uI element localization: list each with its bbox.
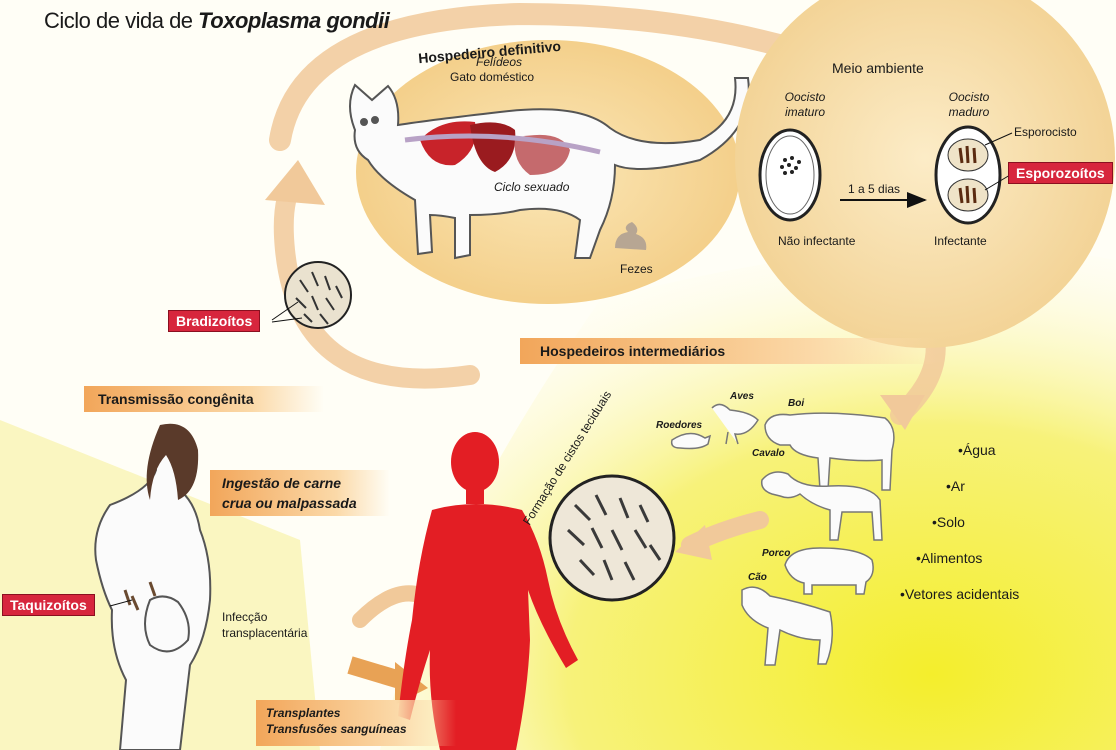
bradyzoite-pointer-1 <box>271 301 299 321</box>
sporozoite-pointer <box>984 174 1011 191</box>
animal-cattle-label: Boi <box>788 398 805 409</box>
bradyzoites-label: Bradizoítos <box>168 310 261 332</box>
tachyzoite-marks <box>123 581 157 611</box>
intermediate-hosts-heading: Hospedeiros intermediários <box>540 343 726 359</box>
bradyzoite-cyst <box>284 261 352 329</box>
immature-oocyst-label: Oocisto imaturo <box>784 90 826 119</box>
ingestion-line2: crua ou malpassada <box>222 495 357 511</box>
cycle-arrow-left-head <box>265 160 325 205</box>
transplacental-line1: Infecção <box>222 610 268 624</box>
arrow-to-human <box>347 656 403 689</box>
diagram-title: Ciclo de vida de Toxoplasma gondii <box>44 8 390 34</box>
environment-heading: Meio ambiente <box>832 60 924 76</box>
dog-shape <box>741 586 833 666</box>
title-prefix: Ciclo de vida de <box>44 8 199 33</box>
source-food: •Alimentos <box>916 550 983 566</box>
cat-lungs <box>420 121 476 166</box>
environment-circle <box>735 0 1115 348</box>
tissue-cyst <box>548 474 676 602</box>
transplant-line1: Transplantes <box>266 706 341 720</box>
sporozoite-marks <box>958 145 977 204</box>
animal-birds-label: Aves <box>730 391 754 402</box>
cat-gut-line <box>404 133 601 155</box>
definitive-host-line1: Felídeos <box>476 55 523 69</box>
definitive-host-line2: Gato doméstico <box>450 70 535 84</box>
ingestion-band <box>210 470 390 516</box>
ingestion-line1: Ingestão de carne <box>222 475 342 491</box>
cow-shape <box>764 412 895 491</box>
tissue-cyst-marks <box>566 494 662 581</box>
congenital-band <box>84 386 324 412</box>
infective-label: Infectante <box>934 234 987 248</box>
sporocyst-label: Esporocisto <box>1014 125 1077 139</box>
transplacental-line2: transplacentária <box>222 626 308 640</box>
sexual-cycle-label: Ciclo sexuado <box>494 180 570 194</box>
animal-horse-label: Cavalo <box>752 448 785 459</box>
transplant-band <box>256 700 456 746</box>
source-vectors: •Vetores acidentais <box>900 586 1020 602</box>
immature-oocyst-inner <box>765 135 815 215</box>
immature-oocyst <box>758 128 822 222</box>
mature-oocyst-label: Oocisto maduro <box>948 90 990 119</box>
oocyst-granules <box>780 156 801 175</box>
cycle-arrow-top <box>269 2 841 151</box>
fetus-outline <box>144 595 190 653</box>
animal-pig-label: Porco <box>762 548 791 559</box>
sporozoites-label: Esporozoítos <box>1008 162 1113 184</box>
human-silhouette <box>398 432 578 750</box>
tachyzoite-pointer <box>109 599 133 607</box>
animal-dog-label: Cão <box>748 572 767 583</box>
intermediate-hosts-band <box>520 338 940 364</box>
feces-label: Fezes <box>620 262 653 276</box>
animal-rodents-label: Roedores <box>656 420 703 431</box>
congenital-transmission-label: Transmissão congênita <box>98 391 254 407</box>
arrow-animals-to-cyst-head <box>675 525 712 560</box>
bird-shape <box>711 403 759 445</box>
transplant-line2: Transfusões sanguíneas <box>266 722 407 736</box>
source-air: •Ar <box>946 478 965 494</box>
source-soil: •Solo <box>932 514 965 530</box>
feces-icon <box>615 222 647 250</box>
tachyzoites-label: Taquizoítos <box>2 594 95 616</box>
bradyzoite-marks <box>295 271 343 325</box>
horse-shape <box>760 471 883 541</box>
woman-hair <box>146 423 199 500</box>
non-infective-label: Não infectante <box>778 234 856 248</box>
title-organism: Toxoplasma gondii <box>198 8 390 33</box>
cycle-arrow-right-head <box>880 395 925 430</box>
bradyzoite-pointer-2 <box>271 317 303 323</box>
source-water: •Água <box>958 442 996 458</box>
animal-silhouettes <box>670 403 895 666</box>
rodent-shape <box>670 432 712 450</box>
duration-label: 1 a 5 dias <box>848 182 901 196</box>
pig-shape <box>784 547 874 595</box>
sporocyst-pointer <box>984 132 1013 146</box>
